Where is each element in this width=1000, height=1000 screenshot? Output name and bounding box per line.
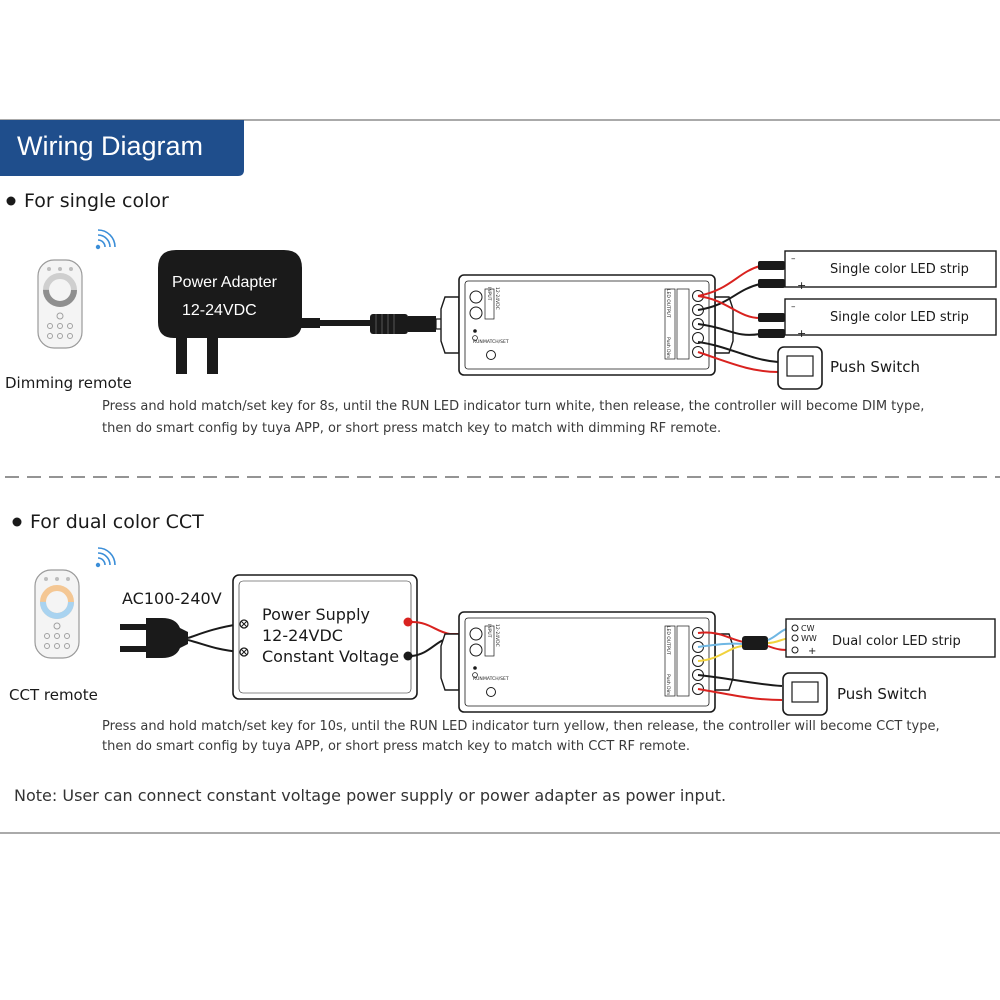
led-controller: [440, 611, 734, 713]
svg-text:Push Dim: Push Dim: [665, 674, 671, 695]
svg-text:LED OUTPUT: LED OUTPUT: [665, 626, 671, 655]
svg-text:CW: CW: [801, 624, 815, 633]
svg-text:+: +: [808, 646, 816, 657]
single-wires: [697, 265, 779, 373]
cable-sheath: [742, 636, 768, 650]
svg-text:Single color LED strip: Single color LED strip: [830, 262, 969, 277]
page-title: Wiring Diagram: [17, 131, 203, 161]
svg-text:Power Adapter: Power Adapter: [172, 274, 278, 291]
svg-text:+: +: [797, 279, 806, 292]
svg-text:LED OUTPUT: LED OUTPUT: [665, 289, 671, 318]
svg-text:12-24VDC: 12-24VDC: [494, 287, 500, 310]
single-instruction-line1: Press and hold match/set key for 8s, unt…: [102, 399, 925, 414]
ac-plug-icon: [120, 618, 188, 658]
svg-text:+: +: [797, 327, 806, 340]
note-text: Note: User can connect constant voltage …: [14, 786, 727, 805]
led-strip: – + Single color LED strip: [784, 250, 997, 292]
svg-text:RUN: RUN: [473, 676, 483, 682]
led-strip: – + Single color LED strip: [784, 298, 997, 340]
svg-text:WW: WW: [801, 634, 817, 643]
wireless-signal-icon: [95, 229, 116, 250]
cct-wires: [697, 631, 783, 701]
dimming-remote-label: Dimming remote: [5, 374, 132, 392]
section-heading-cct: For dual color CCT: [30, 511, 204, 533]
svg-text:INPUT: INPUT: [486, 624, 492, 638]
cct-instruction-line2: then do smart config by tuya APP, or sho…: [102, 739, 690, 754]
svg-text:12-24VDC: 12-24VDC: [182, 302, 257, 319]
single-instruction-line2: then do smart config by tuya APP, or sho…: [102, 421, 722, 436]
svg-text:Push Dim: Push Dim: [665, 337, 671, 358]
push-switch-label: Push Switch: [830, 358, 920, 376]
cct-remote-icon: [34, 569, 80, 659]
wireless-signal-icon: [95, 547, 116, 569]
cct-instruction-line1: Press and hold match/set key for 10s, un…: [102, 719, 940, 734]
power-adapter: Power Adapter 12-24VDC: [158, 250, 320, 374]
svg-text:INPUT: INPUT: [486, 287, 492, 301]
dimming-remote-icon: [37, 259, 83, 349]
svg-text:MATCH/SET: MATCH/SET: [483, 339, 509, 345]
section-heading-single: For single color: [24, 190, 169, 212]
svg-text:12-24VDC: 12-24VDC: [262, 626, 343, 645]
svg-text:Single color LED strip: Single color LED strip: [830, 310, 969, 325]
svg-text:12-24VDC: 12-24VDC: [494, 624, 500, 647]
bullet-dot: [12, 517, 22, 527]
ac-voltage-label: AC100-240V: [122, 589, 222, 608]
svg-text:–: –: [791, 302, 796, 312]
bullet-dot: [6, 196, 16, 206]
header-banner: [0, 120, 244, 176]
dc-plug: [370, 314, 459, 334]
power-supply: Power Supply 12-24VDC Constant Voltage: [232, 574, 418, 700]
svg-text:MATCH/SET: MATCH/SET: [483, 676, 509, 682]
svg-text:–: –: [791, 254, 796, 264]
svg-text:Power Supply: Power Supply: [262, 605, 370, 624]
cct-remote-label: CCT remote: [9, 686, 98, 704]
svg-text:RUN: RUN: [473, 339, 483, 345]
push-switch-icon: [782, 672, 828, 716]
svg-text:Dual color LED strip: Dual color LED strip: [832, 634, 961, 649]
svg-text:Constant Voltage: Constant Voltage: [262, 647, 399, 666]
push-switch-label: Push Switch: [837, 685, 927, 703]
led-controller: [440, 274, 734, 376]
push-switch-icon: [777, 346, 823, 390]
dual-color-led-strip: CW WW + Dual color LED strip: [785, 618, 996, 658]
